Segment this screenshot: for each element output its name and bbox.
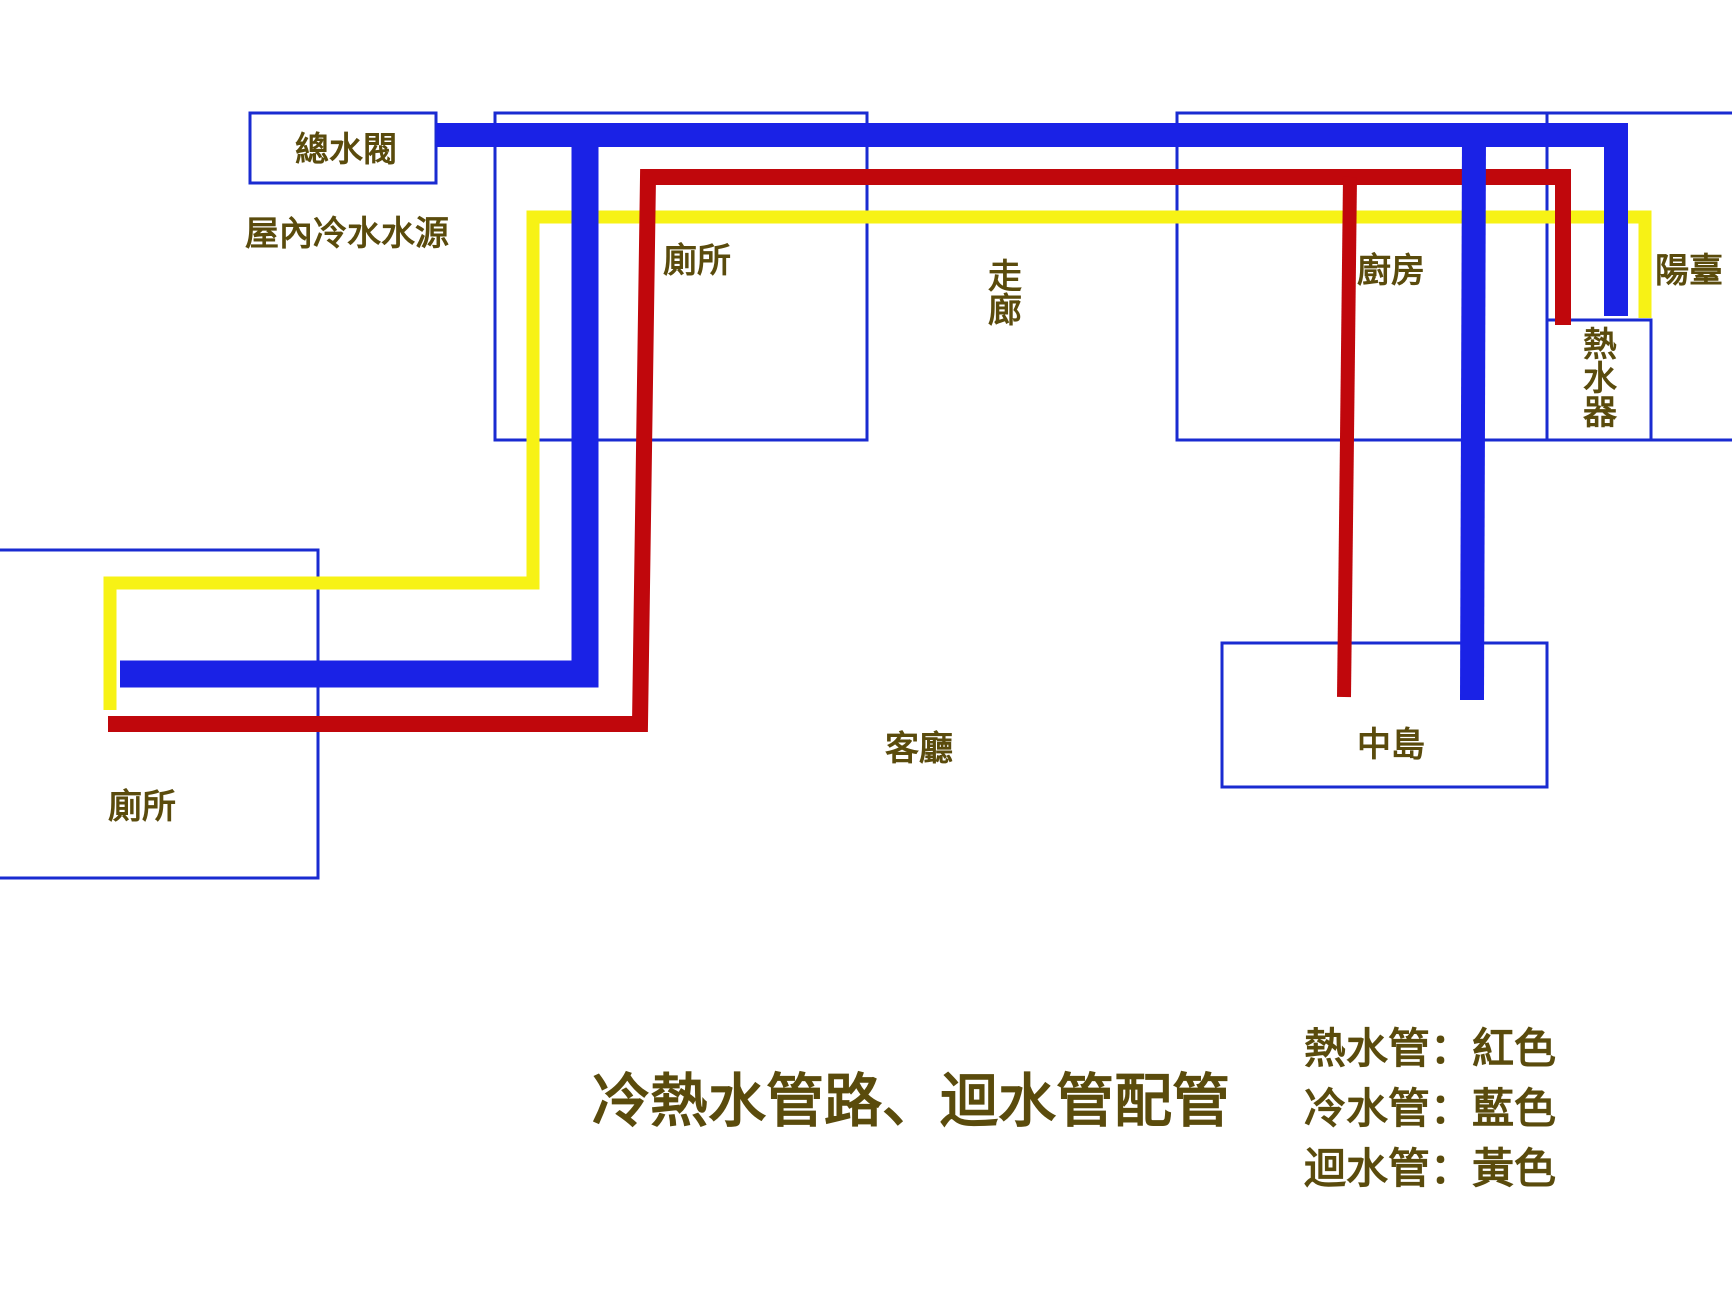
hot-pipe-island-branch <box>1337 176 1357 698</box>
main-valve-label: 總水閥 <box>295 130 397 170</box>
return-pipe <box>103 210 1652 710</box>
living-room-label: 客廳 <box>885 729 953 769</box>
legend-hot: 熱水管：紅色 <box>1304 1024 1556 1073</box>
legend-return: 迴水管：黃色 <box>1304 1144 1556 1193</box>
toilet-top-room <box>493 111 869 442</box>
diagram-title: 冷熱水管路、迴水管配管 <box>592 1067 1230 1135</box>
hot-pipe <box>108 169 1571 732</box>
water-heater-label: 熱水器 <box>1583 325 1618 433</box>
kitchen-label: 廚房 <box>1357 251 1425 291</box>
source-note-label: 屋內冷水水源 <box>245 214 449 254</box>
toilet-left-label: 廁所 <box>108 787 176 827</box>
island-label: 中島 <box>1357 725 1425 765</box>
main-valve-box <box>248 111 438 185</box>
island-box <box>1220 641 1549 789</box>
legend-cold: 冷水管：藍色 <box>1304 1084 1556 1133</box>
cold-pipe-island-branch <box>1460 134 1486 701</box>
toilet-left-room <box>0 548 320 880</box>
water-heater-box <box>1545 318 1653 442</box>
cold-pipe-toilet-branch <box>120 135 599 688</box>
corridor-label: 走廊 <box>988 257 1022 331</box>
toilet-top-label: 廁所 <box>663 241 731 281</box>
cold-pipe <box>436 123 1628 316</box>
balcony-label: 陽臺 <box>1655 251 1723 291</box>
